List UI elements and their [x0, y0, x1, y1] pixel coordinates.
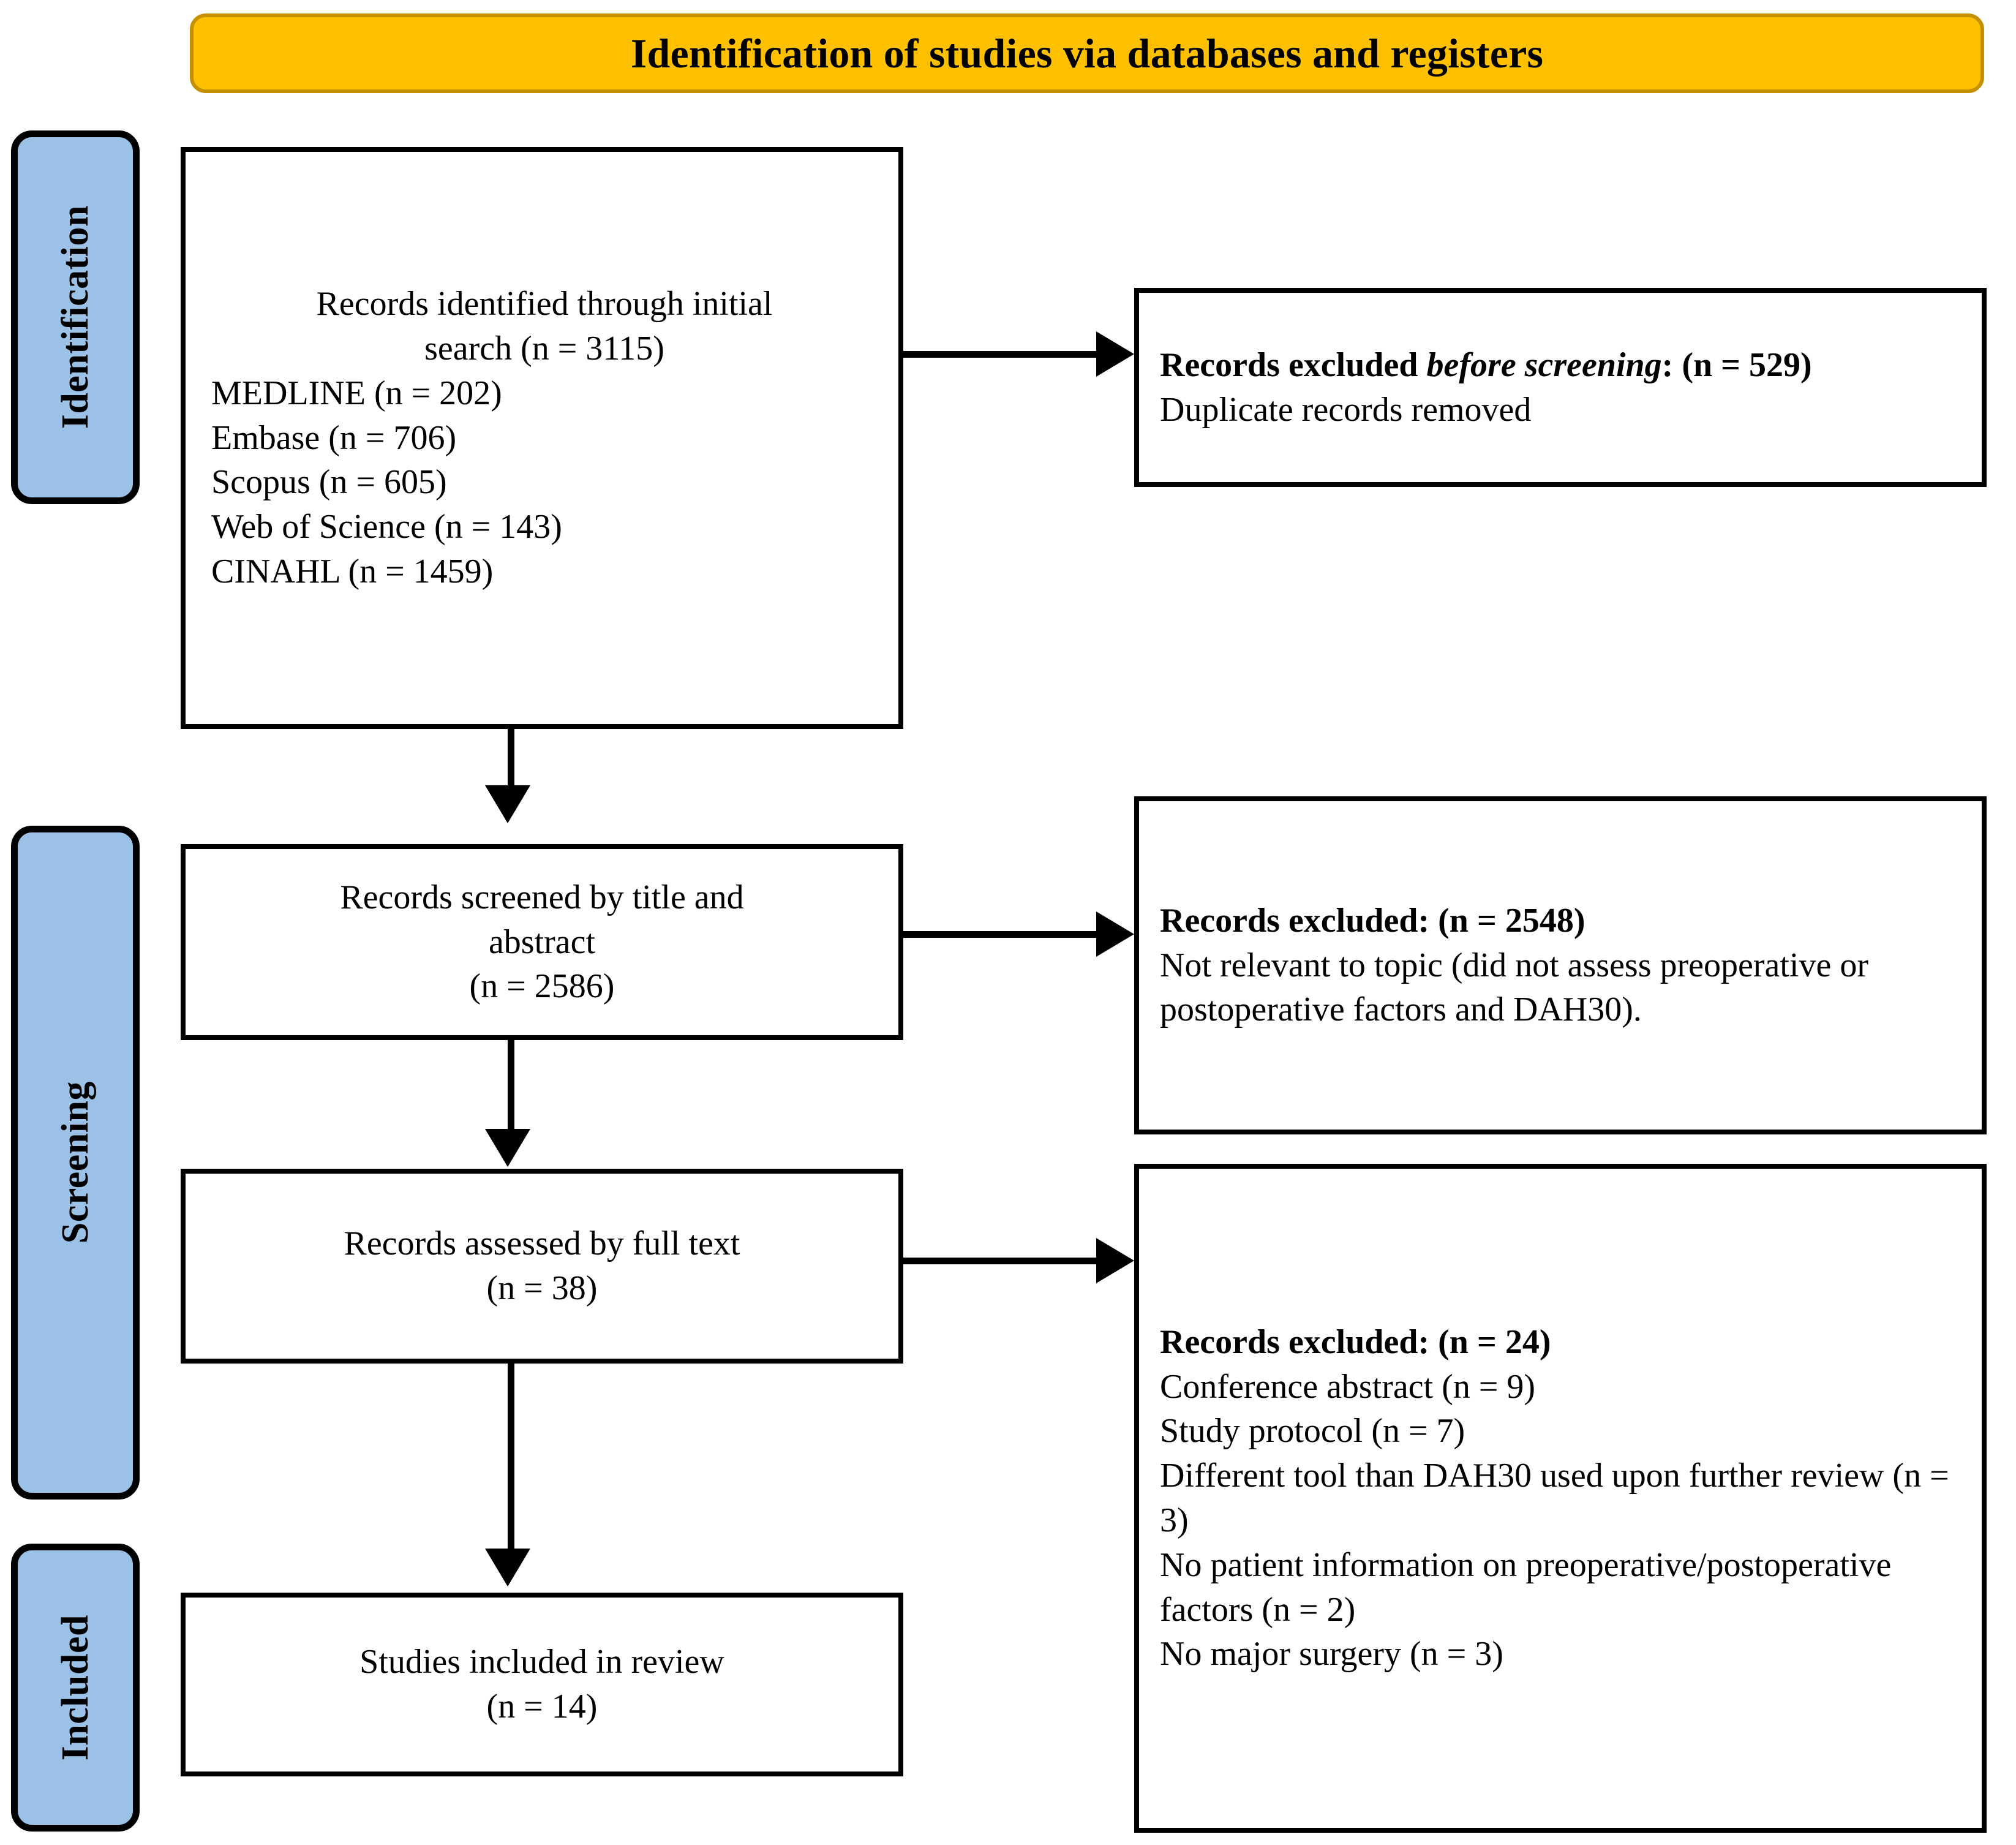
- connector-screened-to-fulltext-shaft: [508, 1040, 514, 1133]
- database-cinahl: CINAHL (n = 1459): [211, 552, 494, 590]
- database-embase: Embase (n = 706): [211, 418, 457, 457]
- page-title: Identification of studies via databases …: [630, 29, 1544, 77]
- records-screened-line-1: Records screened by title and: [340, 878, 744, 916]
- connector-screened-to-excluded-shaft: [899, 931, 1101, 938]
- box-records-identified: Records identified through initial searc…: [181, 147, 903, 729]
- excluded-before-screening-head-italic: before screening: [1426, 345, 1662, 384]
- excluded-before-screening-reason-1: Duplicate records removed: [1160, 390, 1532, 429]
- stage-label-included: Included: [54, 1614, 96, 1761]
- header-banner: Identification of studies via databases …: [190, 13, 1984, 93]
- excluded-fulltext-reason-5: No major surgery (n = 3): [1160, 1635, 1503, 1673]
- records-fulltext-count: (n = 38): [486, 1269, 598, 1307]
- stage-chip-included: Included: [11, 1544, 140, 1832]
- records-fulltext-line-1: Records assessed by full text: [344, 1224, 740, 1263]
- connector-fulltext-to-excluded-shaft: [899, 1258, 1101, 1264]
- connector-identified-to-screened-shaft: [508, 728, 514, 789]
- box-records-assessed-full-text: Records assessed by full text (n = 38): [181, 1169, 903, 1364]
- box-studies-included: Studies included in review (n = 14): [181, 1593, 903, 1776]
- database-scopus: Scopus (n = 605): [211, 463, 447, 502]
- excluded-fulltext-reason-4: No patient information on preoperative/p…: [1160, 1545, 1892, 1629]
- stage-chip-screening: Screening: [11, 826, 140, 1500]
- records-identified-line-2: search (n = 3115): [424, 330, 664, 368]
- connector-fulltext-to-included-shaft: [508, 1364, 514, 1552]
- excluded-before-screening-head-bold: Records excluded: [1160, 345, 1427, 384]
- excluded-fulltext-heading: Records excluded: (n = 24): [1160, 1322, 1551, 1361]
- excluded-screening-reason-1: Not relevant to topic (did not assess pr…: [1160, 946, 1868, 1029]
- database-web-of-science: Web of Science (n = 143): [211, 508, 562, 546]
- box-excluded-full-text: Records excluded: (n = 24) Conference ab…: [1134, 1164, 1987, 1833]
- connector-identified-to-excluded-arrowhead: [1096, 331, 1134, 377]
- connector-screened-to-fulltext-arrowhead: [485, 1129, 530, 1167]
- studies-included-count: (n = 14): [486, 1688, 598, 1726]
- database-medline: MEDLINE (n = 202): [211, 374, 502, 412]
- excluded-fulltext-reason-2: Study protocol (n = 7): [1160, 1412, 1465, 1451]
- stage-chip-identification: Identification: [11, 130, 140, 504]
- records-screened-count: (n = 2586): [469, 967, 615, 1006]
- stage-label-screening: Screening: [54, 1081, 96, 1244]
- box-excluded-screening: Records excluded: (n = 2548) Not relevan…: [1134, 796, 1987, 1134]
- records-screened-line-2: abstract: [488, 922, 596, 961]
- stage-label-identification: Identification: [54, 205, 96, 429]
- excluded-fulltext-reason-3: Different tool than DAH30 used upon furt…: [1160, 1457, 1949, 1539]
- records-identified-line-1: Records identified through initial: [316, 285, 773, 323]
- box-excluded-before-screening: Records excluded before screening: (n = …: [1134, 288, 1987, 487]
- excluded-before-screening-heading: Records excluded before screening: (n = …: [1160, 343, 1961, 388]
- excluded-screening-heading: Records excluded: (n = 2548): [1160, 901, 1585, 940]
- connector-identified-to-excluded-shaft: [899, 351, 1101, 358]
- connector-identified-to-screened-arrowhead: [485, 785, 530, 823]
- connector-fulltext-to-included-arrowhead: [485, 1549, 530, 1587]
- excluded-fulltext-reason-1: Conference abstract (n = 9): [1160, 1367, 1536, 1406]
- excluded-before-screening-head-count: : (n = 529): [1661, 345, 1812, 384]
- connector-fulltext-to-excluded-arrowhead: [1096, 1238, 1134, 1283]
- box-records-screened: Records screened by title and abstract (…: [181, 844, 903, 1040]
- studies-included-line-1: Studies included in review: [359, 1643, 724, 1681]
- connector-screened-to-excluded-arrowhead: [1096, 911, 1134, 957]
